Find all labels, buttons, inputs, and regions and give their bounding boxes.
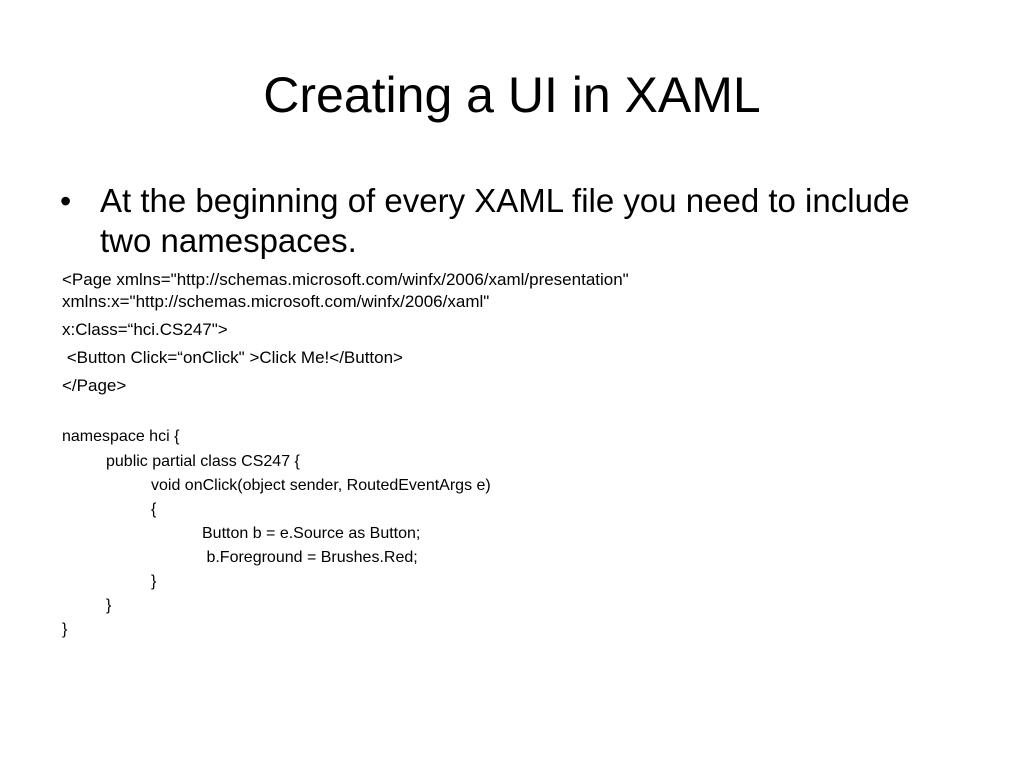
xaml-line-button: <Button Click=“onClick" >Click Me!</Butt… [62,348,403,367]
slide-title: Creating a UI in XAML [263,67,761,123]
code-line-foreground: b.Foreground = Brushes.Red; [202,549,418,566]
xaml-line-page-close: </Page> [62,376,127,395]
code-line-open-brace: { [151,501,157,518]
code-line-namespace: namespace hci { [62,428,180,445]
code-line-class: public partial class CS247 { [106,453,300,470]
code-line-close-method: } [151,573,157,590]
code-line-button-cast: Button b = e.Source as Button; [202,525,421,542]
bullet-text: At the beginning of every XAML file you … [100,182,910,259]
bullet-marker: • [60,183,72,219]
xaml-line-class: x:Class=“hci.CS247"> [62,320,228,339]
xaml-line-page-open: <Page xmlns="http://schemas.microsoft.co… [62,270,629,289]
code-line-close-class: } [106,597,112,614]
code-line-close-namespace: } [62,621,68,638]
code-line-method: void onClick(object sender, RoutedEventA… [151,477,491,494]
xaml-line-xmlns-x: xmlns:x="http://schemas.microsoft.com/wi… [62,292,490,311]
